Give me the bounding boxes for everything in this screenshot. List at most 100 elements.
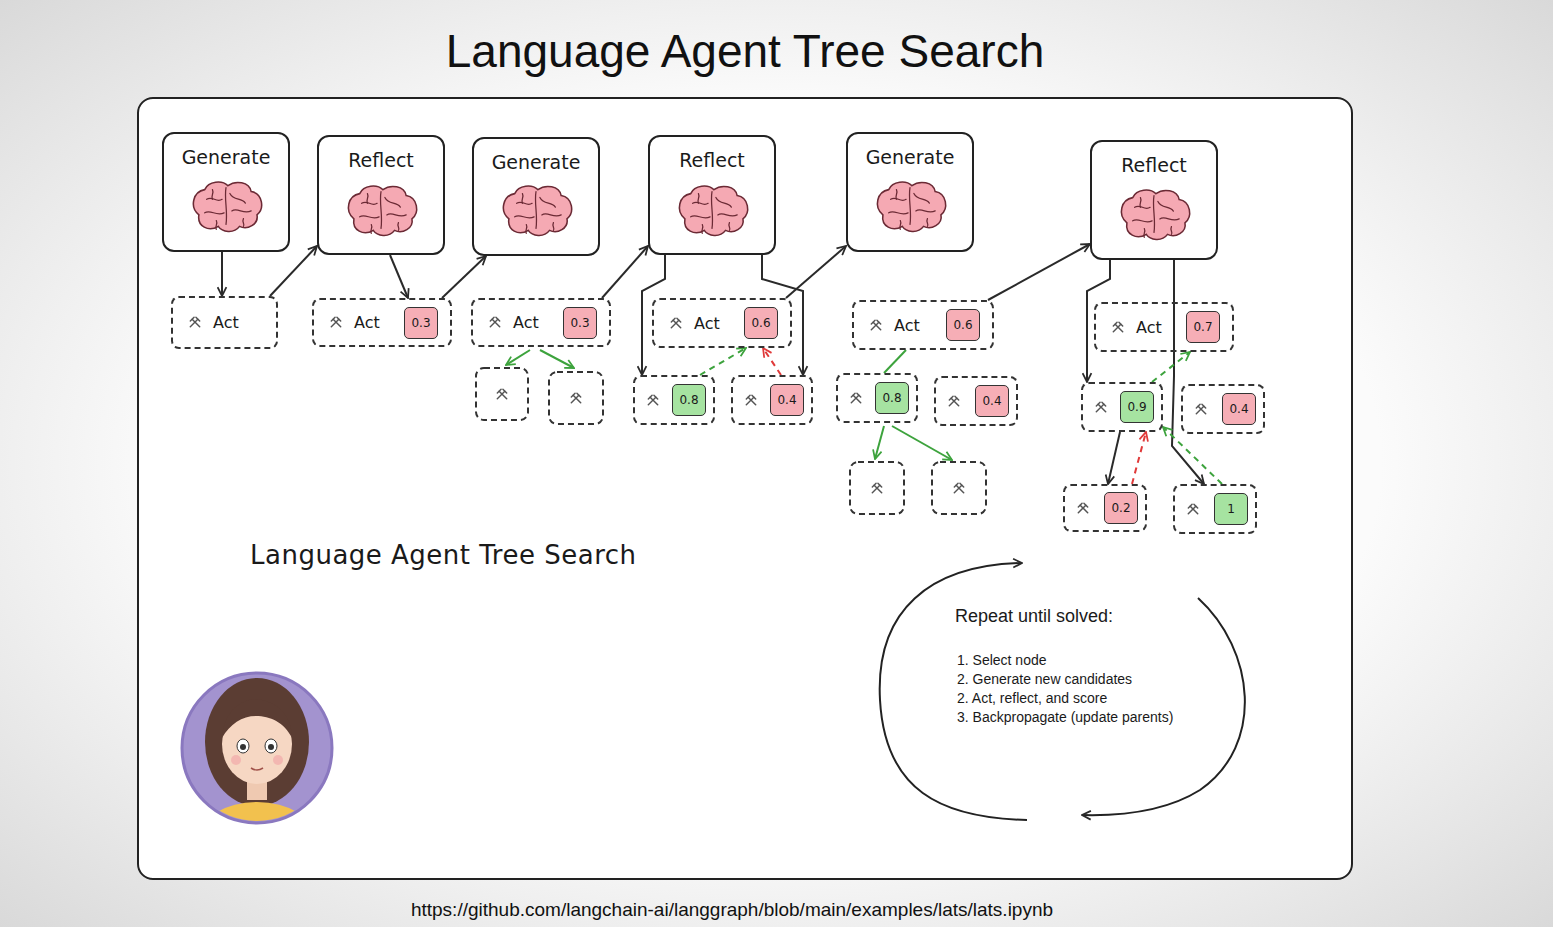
score-chip: 1	[1214, 493, 1248, 525]
box-label: Generate	[492, 151, 581, 173]
box-label: Act	[894, 316, 920, 335]
box-label: Reflect	[1121, 154, 1187, 176]
box-label: Generate	[866, 146, 955, 168]
backpropagation-arrow	[1163, 427, 1222, 484]
flow-arrow	[270, 246, 317, 296]
box-label: Act	[354, 313, 380, 332]
action-box: Act0.6	[852, 300, 994, 350]
llm-step-box: Generate	[472, 137, 600, 256]
expansion-arrow	[540, 350, 574, 368]
tool-icon	[1078, 503, 1087, 512]
avatar-shirt	[199, 802, 315, 874]
action-box: Act 0.6	[652, 298, 792, 348]
avatar-eye	[265, 739, 277, 753]
flow-arrow	[988, 244, 1090, 300]
box-label: Act	[1136, 318, 1162, 337]
frame-label: Language Agent Tree Search	[250, 540, 637, 570]
avatar-mouth	[251, 768, 263, 770]
frame-fill	[137, 97, 1353, 880]
loop-arrow	[1082, 598, 1245, 815]
box-label: Generate	[182, 146, 271, 168]
flow-arrow	[442, 256, 486, 298]
llm-step-box: Reflect	[317, 135, 445, 255]
candidate-box: 0.4	[1181, 384, 1265, 434]
flow-arrow	[884, 350, 906, 373]
avatar-hair	[205, 678, 309, 806]
candidate-box: 0.2	[1063, 484, 1147, 532]
avatar-pupil	[240, 744, 246, 750]
box-label: Act	[213, 313, 239, 332]
backpropagation-arrow	[1132, 432, 1146, 484]
candidate-box: 0.8	[633, 375, 715, 425]
flow-arrow	[390, 255, 408, 298]
brain-icons	[193, 182, 1189, 239]
flow-arrow	[221, 252, 223, 296]
tool-icon	[190, 317, 199, 326]
tool-icon	[671, 318, 680, 327]
candidate-box: 0.8	[836, 373, 918, 423]
flow-arrow	[786, 246, 846, 298]
tool-icon	[871, 320, 880, 329]
score-chip: 0.4	[975, 385, 1009, 417]
score-chip: 0.3	[404, 307, 438, 339]
flow-arrow	[602, 246, 648, 298]
empty-candidate-box	[932, 462, 986, 514]
note-heading: Repeat until solved:	[955, 606, 1113, 627]
candidate-box: 1	[1173, 484, 1257, 534]
box-label: Act	[513, 313, 539, 332]
box-label: Act	[694, 314, 720, 333]
action-box: Act	[171, 296, 278, 349]
brain-icon	[1121, 190, 1189, 239]
avatar-eye	[237, 739, 249, 753]
llm-step-box: Reflect	[648, 135, 776, 255]
brain-icon	[503, 186, 571, 235]
expansion-arrow	[506, 350, 530, 365]
backpropagation-arrow	[1152, 352, 1190, 382]
tool-icon	[1188, 504, 1197, 513]
tool-icon	[949, 396, 958, 405]
backpropagation-arrow	[763, 348, 781, 375]
llm-step-box: Generate	[162, 132, 290, 252]
action-box: Act 0.3	[312, 298, 452, 347]
score-chip: 0.3	[563, 307, 597, 339]
empty-candidates	[476, 368, 986, 514]
brain-icon	[193, 182, 261, 231]
score-chip: 0.4	[770, 384, 804, 416]
brain-icon	[348, 186, 416, 235]
tool-icon	[746, 395, 755, 404]
action-box: Act 0.7	[1094, 302, 1234, 352]
score-chip: 0.7	[1186, 311, 1220, 343]
candidate-box: 0.4	[731, 375, 813, 425]
source-url: https://github.com/langchain-ai/langgrap…	[0, 899, 1464, 921]
note-item: 3. Backpropagate (update parents)	[957, 709, 1173, 725]
note-item: 1. Select node	[957, 652, 1047, 668]
connectors	[222, 244, 1222, 484]
action-box: Act 0.3	[471, 298, 611, 347]
box-label: Reflect	[348, 149, 414, 171]
avatar-pupil	[268, 744, 274, 750]
box-label: Reflect	[679, 149, 745, 171]
brain-icon	[679, 186, 747, 235]
avatar	[182, 673, 332, 874]
score-chip: 0.6	[744, 307, 778, 339]
tool-icon	[1096, 402, 1105, 411]
avatar-cheek	[231, 755, 241, 765]
score-chip: 0.9	[1120, 391, 1154, 423]
expansion-arrow	[875, 426, 884, 459]
tool-icon	[851, 393, 860, 402]
llm-step-box: Reflect	[1090, 140, 1218, 260]
candidate-box: 0.4	[934, 376, 1018, 426]
score-chip: 0.8	[875, 382, 909, 414]
flow-arrow	[1108, 432, 1120, 484]
score-chip: 0.2	[1104, 492, 1138, 524]
tool-icon	[571, 393, 580, 402]
page-title: Language Agent Tree Search	[0, 24, 1490, 78]
avatar-ring	[182, 673, 332, 823]
avatar-bangs	[222, 699, 292, 738]
repeat-loop	[880, 563, 1245, 820]
diagram-frame: GenerateActReflectAct0.3GenerateAct0.3Re…	[137, 97, 1353, 880]
tool-icon	[490, 317, 499, 326]
expansion-arrow	[892, 426, 952, 460]
